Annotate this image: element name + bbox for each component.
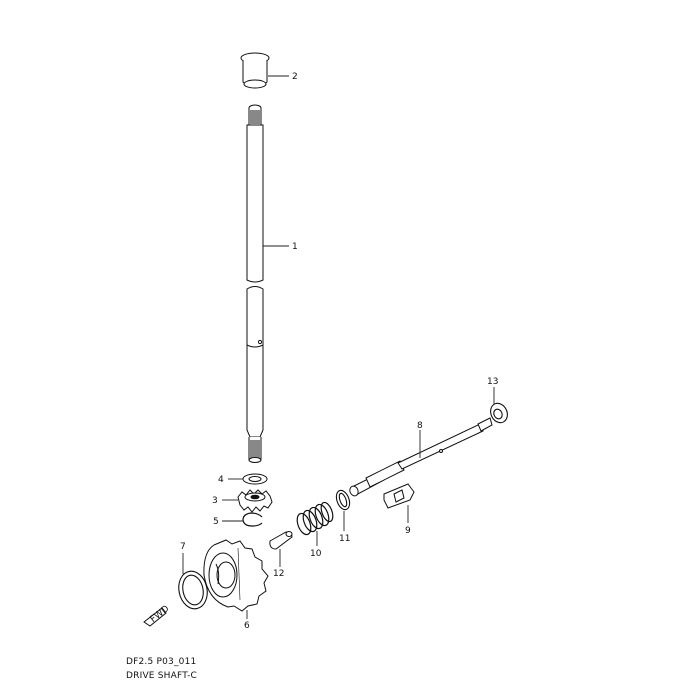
diagram-title: DRIVE SHAFT-C xyxy=(126,671,198,681)
callout-13: 13 xyxy=(487,377,498,387)
callout-10: 10 xyxy=(310,549,322,559)
part-spring xyxy=(296,501,334,536)
part-bushing xyxy=(240,52,270,89)
callout-12: 12 xyxy=(273,569,284,579)
part-pin xyxy=(269,531,293,550)
callout-2: 2 xyxy=(292,72,298,82)
part-ring xyxy=(335,489,351,511)
part-bevel-gear xyxy=(203,539,269,612)
callout-6: 6 xyxy=(244,621,250,631)
part-pinion-gear xyxy=(237,489,273,513)
callout-8: 8 xyxy=(417,421,423,431)
part-seal xyxy=(490,402,508,424)
part-circlip xyxy=(242,512,263,527)
part-thrust-washer xyxy=(178,570,208,610)
callout-labels: 2 1 4 3 5 7 6 8 9 10 11 12 13 xyxy=(180,72,498,631)
front-arrow-label: FWD xyxy=(149,604,172,625)
callout-1: 1 xyxy=(292,242,298,252)
leader-lines xyxy=(182,75,495,619)
callout-4: 4 xyxy=(218,475,224,485)
part-washer xyxy=(242,473,268,485)
part-drive-shaft xyxy=(246,104,264,463)
callout-7: 7 xyxy=(180,542,186,552)
callout-11: 11 xyxy=(339,534,350,544)
callout-3: 3 xyxy=(212,496,218,506)
part-clutch-dog xyxy=(383,483,415,509)
diagram-code: DF2.5 P03_011 xyxy=(126,657,197,667)
callout-5: 5 xyxy=(213,517,219,527)
callout-9: 9 xyxy=(405,526,411,536)
front-direction-arrow-icon: FWD xyxy=(143,604,172,627)
part-propeller-shaft xyxy=(349,417,493,497)
